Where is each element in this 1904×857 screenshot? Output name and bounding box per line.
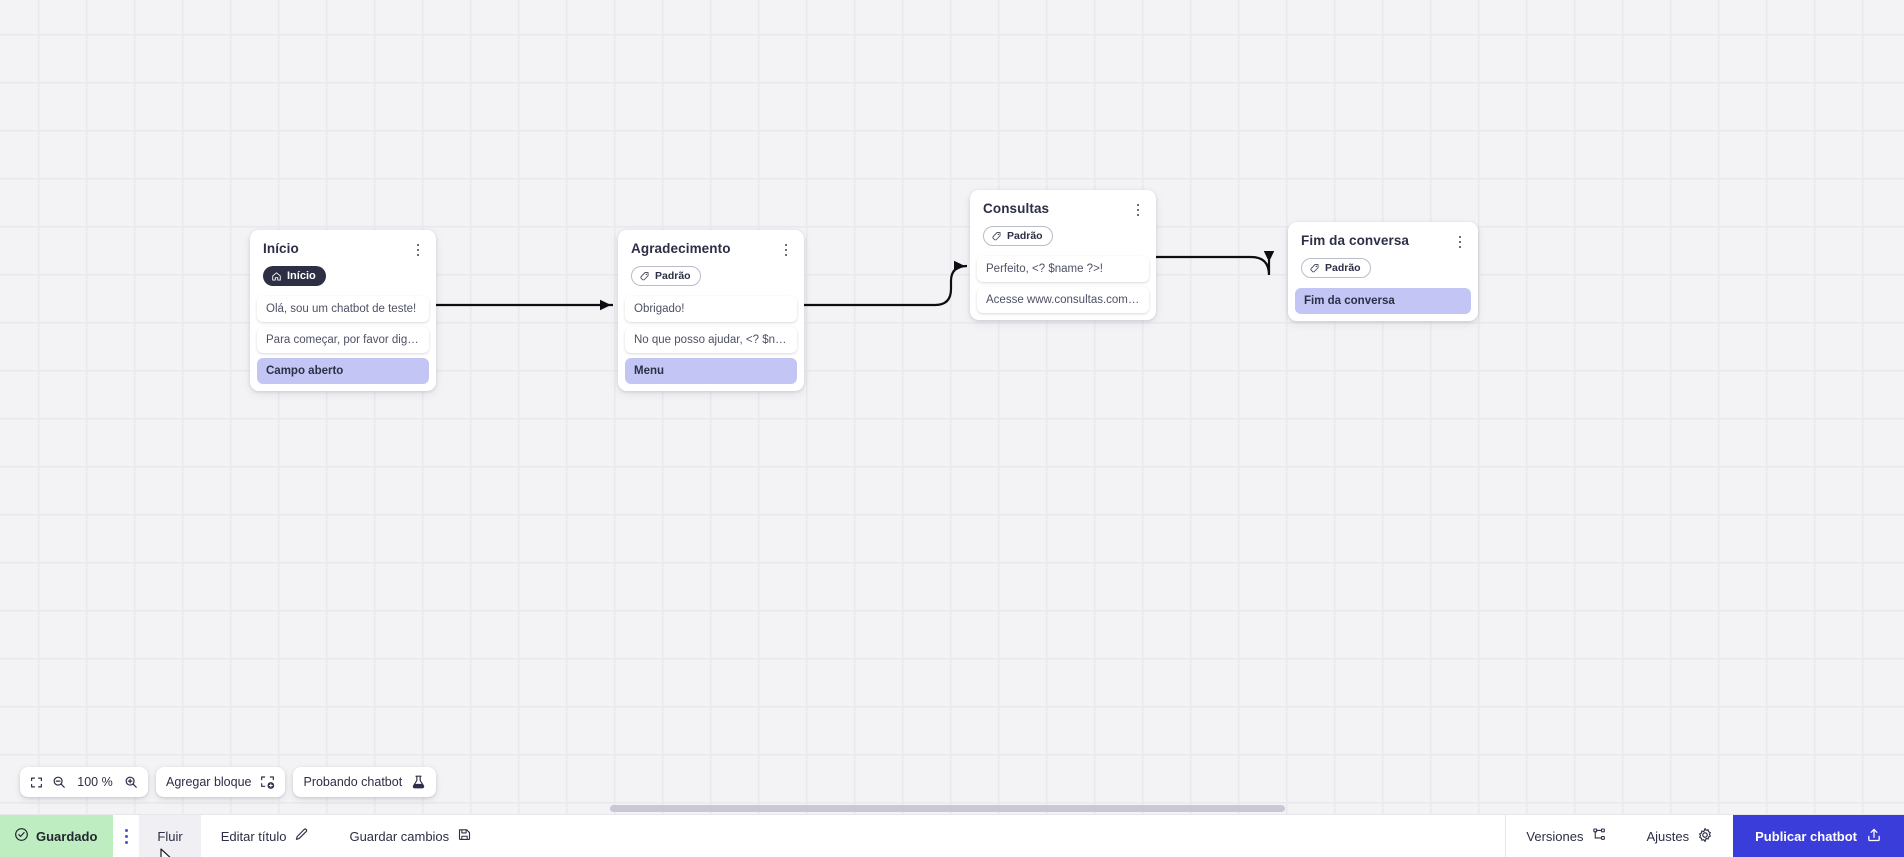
- publish-chatbot-button[interactable]: Publicar chatbot: [1733, 815, 1904, 857]
- flow-node-inicio[interactable]: Início Início Olá, sou um chatbot de tes…: [250, 230, 436, 391]
- flow-node-consultas[interactable]: Consultas Padrão Perfeito, <? $name ?>! …: [970, 190, 1156, 320]
- upload-icon: [1866, 827, 1882, 846]
- canvas-horizontal-scrollbar[interactable]: [0, 803, 1904, 814]
- save-icon: [457, 827, 472, 845]
- save-changes-label: Guardar cambios: [349, 828, 450, 844]
- check-circle-icon: [14, 827, 29, 845]
- saved-status-badge: Guardado: [0, 815, 114, 857]
- flow-node-fim-da-conversa[interactable]: Fim da conversa Padrão Fim da conversa: [1288, 222, 1478, 321]
- node-menu-button[interactable]: [778, 241, 794, 259]
- zoom-level-value: 100 %: [77, 775, 113, 789]
- scrollbar-thumb[interactable]: [610, 805, 1285, 812]
- node-title: Consultas: [983, 201, 1050, 216]
- node-badge-default: Padrão: [1301, 258, 1371, 278]
- node-header: Consultas Padrão: [970, 190, 1156, 256]
- edit-title-button[interactable]: Editar título: [201, 815, 330, 857]
- zoom-out-icon[interactable]: [52, 775, 66, 789]
- node-message[interactable]: No que posso ajudar, <? $name ...: [625, 326, 797, 353]
- statusbar-spacer: [492, 815, 1505, 857]
- flow-connectors: [436, 251, 1275, 311]
- settings-button[interactable]: Ajustes: [1627, 815, 1734, 857]
- gear-icon: [1697, 827, 1713, 846]
- node-message-accent[interactable]: Campo aberto: [257, 357, 429, 384]
- node-header: Fim da conversa Padrão: [1288, 222, 1478, 288]
- home-icon: [272, 271, 281, 281]
- node-message-accent[interactable]: Fim da conversa: [1295, 287, 1471, 314]
- branch-icon: [1592, 827, 1607, 845]
- node-title: Fim da conversa: [1301, 233, 1410, 248]
- tag-icon: [992, 231, 1001, 240]
- statusbar-menu-button[interactable]: [113, 815, 139, 857]
- node-menu-button[interactable]: [1130, 201, 1146, 219]
- test-chatbot-button[interactable]: Probando chatbot: [293, 767, 437, 797]
- node-badge-label: Início: [287, 269, 316, 282]
- node-header: Início Início: [250, 230, 436, 296]
- publish-chatbot-label: Publicar chatbot: [1755, 828, 1857, 844]
- zoom-in-icon[interactable]: [124, 775, 138, 789]
- saved-status-label: Guardado: [36, 828, 98, 844]
- tag-icon: [640, 271, 649, 280]
- zoom-controls: 100 %: [20, 767, 148, 797]
- node-header: Agradecimento Padrão: [618, 230, 804, 296]
- tab-fluir[interactable]: Fluir: [139, 815, 201, 857]
- add-block-button[interactable]: Agregar bloque: [156, 767, 286, 797]
- node-menu-button[interactable]: [1452, 233, 1468, 251]
- save-changes-button[interactable]: Guardar cambios: [329, 815, 492, 857]
- node-badge-label: Padrão: [1325, 261, 1361, 274]
- settings-label: Ajustes: [1646, 828, 1690, 844]
- node-message-accent[interactable]: Menu: [625, 357, 797, 384]
- flask-icon: [411, 774, 426, 790]
- node-menu-button[interactable]: [410, 241, 426, 259]
- versions-button[interactable]: Versiones: [1506, 815, 1626, 857]
- node-message[interactable]: Obrigado!: [625, 295, 797, 322]
- test-chatbot-label: Probando chatbot: [303, 775, 403, 789]
- node-messages: Olá, sou um chatbot de teste! Para começ…: [250, 295, 436, 384]
- add-block-icon: [260, 775, 275, 790]
- node-messages: Perfeito, <? $name ?>! Acesse www.consul…: [970, 255, 1156, 313]
- node-messages: Obrigado! No que posso ajudar, <? $name …: [618, 295, 804, 384]
- node-badge-default: Padrão: [631, 266, 701, 286]
- node-message[interactable]: Para começar, por favor digite o ...: [257, 326, 429, 353]
- add-block-label: Agregar bloque: [166, 775, 252, 789]
- node-badge-label: Padrão: [655, 269, 691, 282]
- bottom-status-bar: Guardado Fluir Editar título Guardar cam…: [0, 814, 1904, 857]
- node-title: Agradecimento: [631, 241, 731, 256]
- flow-node-agradecimento[interactable]: Agradecimento Padrão Obrigado! No que po…: [618, 230, 804, 391]
- node-message[interactable]: Acesse www.consultas.com par...: [977, 286, 1149, 313]
- tab-fluir-label: Fluir: [157, 828, 183, 844]
- pencil-icon: [294, 827, 309, 845]
- tag-icon: [1310, 263, 1319, 272]
- flow-canvas[interactable]: Início Início Olá, sou um chatbot de tes…: [0, 0, 1904, 814]
- canvas-toolbar: 100 % Agregar bloque Prob: [20, 767, 437, 797]
- versions-label: Versiones: [1526, 828, 1584, 844]
- node-message[interactable]: Perfeito, <? $name ?>!: [977, 255, 1149, 282]
- node-badge-default: Padrão: [983, 226, 1053, 246]
- node-title: Início: [263, 241, 299, 256]
- edit-title-label: Editar título: [220, 828, 287, 844]
- node-badge-start: Início: [263, 266, 326, 286]
- statusbar-right-group: Versiones Ajustes: [1505, 815, 1904, 857]
- node-messages: Fim da conversa: [1288, 287, 1478, 314]
- node-badge-label: Padrão: [1007, 229, 1043, 242]
- node-message[interactable]: Olá, sou um chatbot de teste!: [257, 295, 429, 322]
- fit-screen-icon[interactable]: [30, 776, 43, 789]
